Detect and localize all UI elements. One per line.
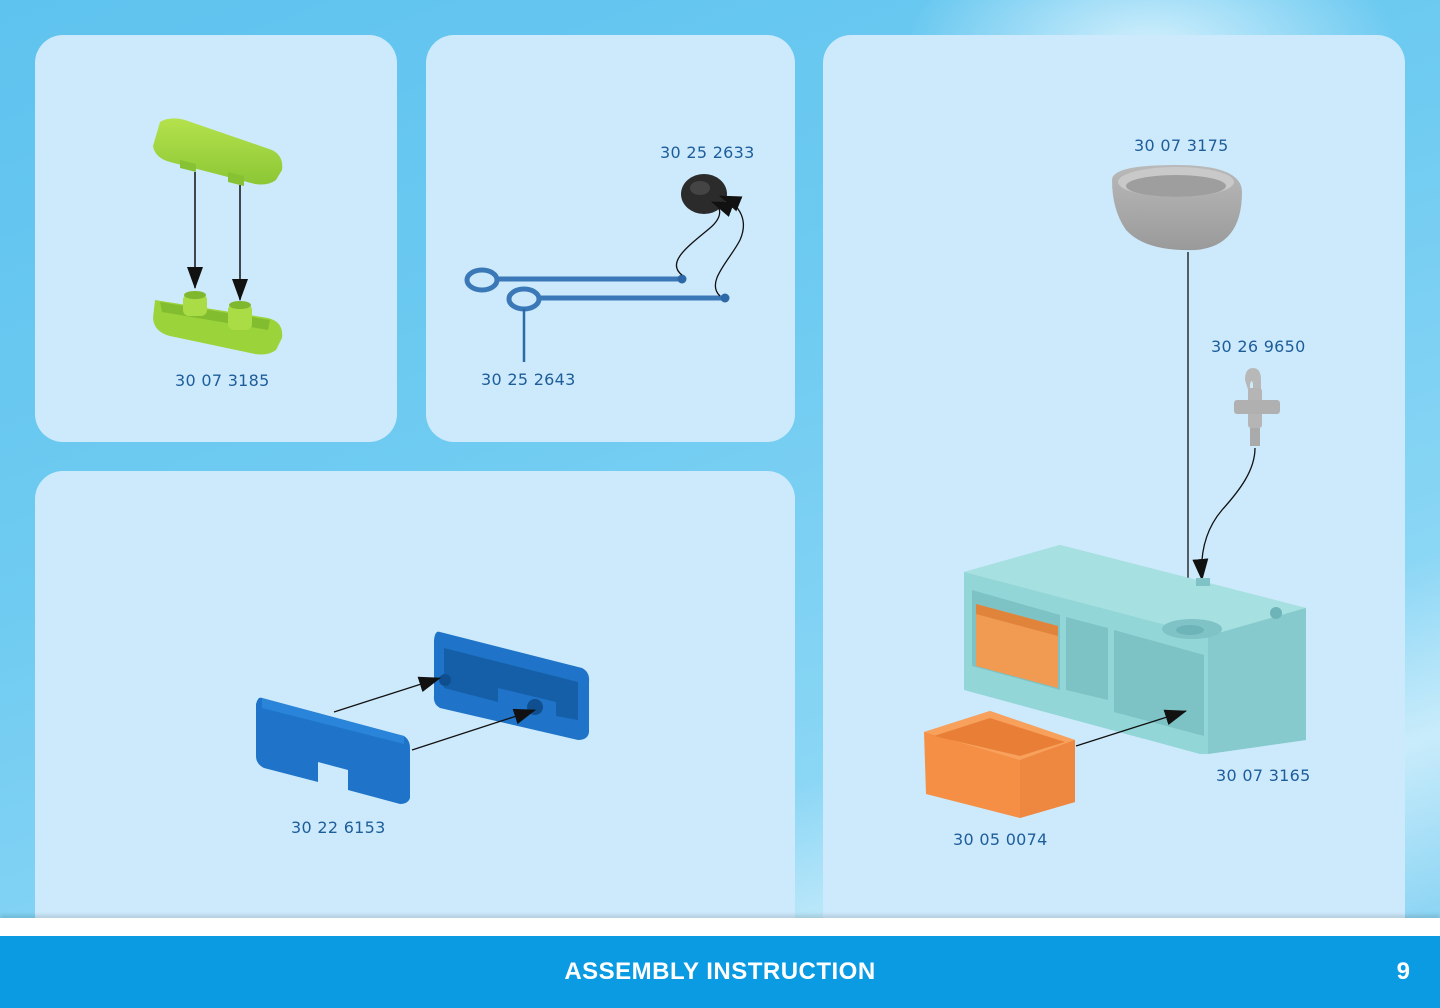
footer-title: ASSEMBLY INSTRUCTION	[564, 958, 876, 985]
page-number: 9	[1396, 958, 1410, 985]
part-number-label: 30 25 2633	[660, 143, 755, 162]
footer-bar: ASSEMBLY INSTRUCTION 9	[0, 936, 1440, 1008]
part-number-label: 30 07 3165	[1216, 766, 1311, 785]
part-number-label: 30 07 3175	[1134, 136, 1229, 155]
part-number-label: 30 22 6153	[291, 818, 386, 837]
footer-divider	[0, 918, 1440, 936]
part-number-label: 30 05 0074	[953, 830, 1048, 849]
panel-sink-cabinet	[823, 35, 1405, 951]
part-number-label: 30 26 9650	[1211, 337, 1306, 356]
panel-blue-clip	[35, 471, 795, 951]
panel-green-connector	[35, 35, 397, 442]
part-number-label: 30 07 3185	[175, 371, 270, 390]
part-number-label: 30 25 2643	[481, 370, 576, 389]
